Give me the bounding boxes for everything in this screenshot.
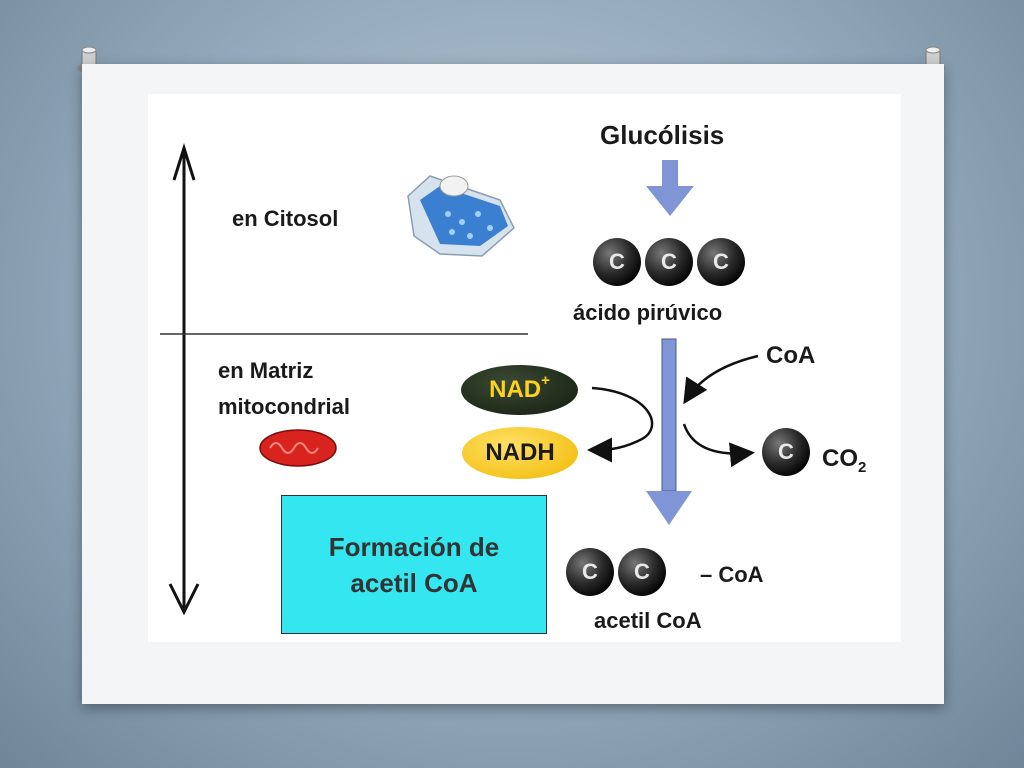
nad-plus-oval: NAD+ — [461, 365, 578, 415]
coa-input-arrow — [683, 354, 759, 405]
cytosol-label: en Citosol — [232, 206, 339, 231]
carbon-atom-icon: C — [762, 428, 810, 476]
coa-input-label: CoA — [766, 342, 816, 369]
axis-arrowhead-up — [172, 142, 196, 181]
carbon-atom-icon: C — [697, 238, 745, 286]
acetyl-coa-label: acetil CoA — [594, 608, 702, 633]
formation-box-text: Formación de acetil CoA — [328, 531, 500, 598]
pathway-bar — [661, 338, 677, 492]
nadh-oval: NADH — [462, 427, 578, 479]
cytosol-cell-icon — [407, 175, 515, 257]
matrix-label: en Matriz mitocondrial — [218, 358, 351, 419]
nad-plus-charge: + — [541, 371, 550, 389]
co2-output-arrow — [682, 423, 755, 468]
nad-reduction-arrow — [587, 386, 654, 463]
nad-plus-label: NAD — [489, 376, 542, 403]
carbon-atom-icon: C — [566, 548, 614, 596]
pathway-arrowhead — [646, 491, 692, 525]
formation-box: Formación de acetil CoA — [281, 495, 547, 634]
glycolysis-title: Glucólisis — [600, 120, 725, 150]
mitochondrion-icon — [259, 429, 337, 467]
pyruvic-acid-label: ácido pirúvico — [573, 300, 723, 325]
nadh-label: NADH — [485, 439, 555, 466]
axis-arrowhead-down — [168, 583, 200, 616]
carbon-atom-icon: C — [618, 548, 666, 596]
co2-label: CO2 — [822, 445, 867, 476]
glycolysis-arrow — [646, 160, 694, 216]
acetyl-coa-tail-label: – CoA — [700, 562, 764, 587]
carbon-atom-icon: C — [593, 238, 641, 286]
carbon-atom-icon: C — [645, 238, 693, 286]
